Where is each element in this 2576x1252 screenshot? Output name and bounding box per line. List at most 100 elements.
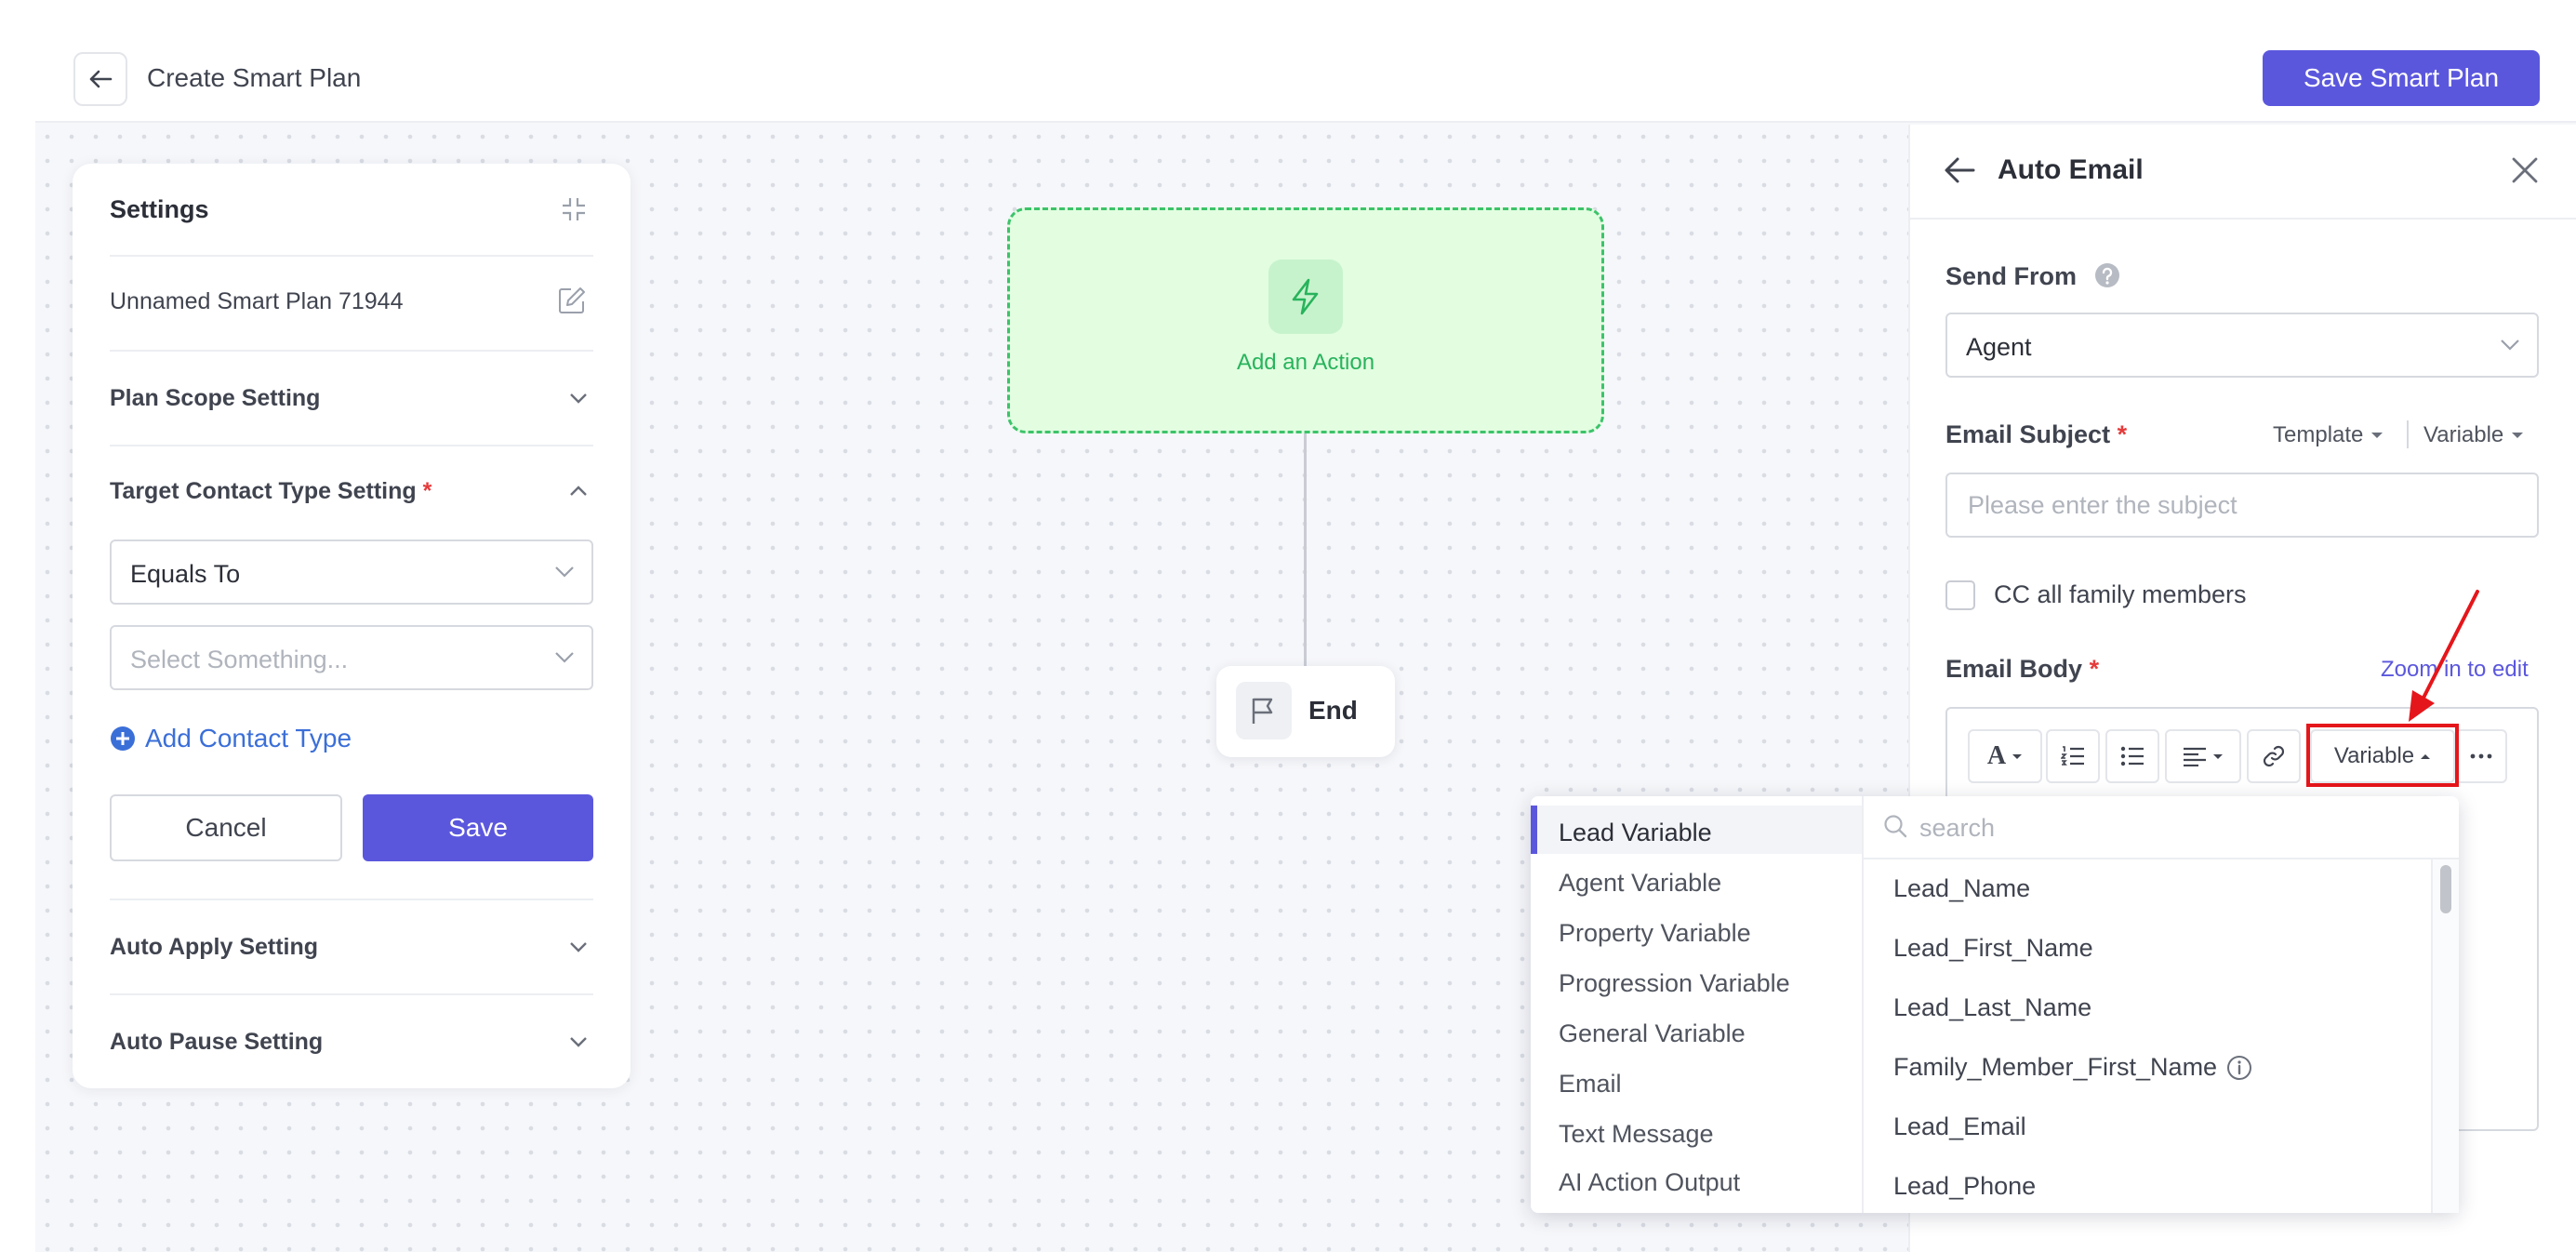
variable-category-list [1531,796,1864,1213]
divider [110,445,593,446]
font-icon: A [1986,741,2007,770]
font-size-button[interactable]: A [1968,729,2042,783]
subject-input[interactable] [1945,473,2539,538]
auto-apply-section[interactable]: Auto Apply Setting [110,932,593,969]
variable-item-label: Family_Member_First_Name [1893,1053,2218,1081]
add-action-label: Add an Action [1236,350,1375,375]
variable-label: Variable [2423,422,2504,447]
top-header [35,30,2576,123]
info-icon[interactable] [2226,1055,2252,1081]
caret-down-icon [2512,433,2524,438]
collapse-icon[interactable] [562,197,586,221]
plan-scope-section[interactable]: Plan Scope Setting [110,383,593,420]
align-button[interactable] [2165,729,2241,783]
category-agent-variable[interactable]: Agent Variable [1559,869,1722,897]
contact-type-placeholder: Select Something... [130,646,349,673]
save-smart-plan-button[interactable]: Save Smart Plan [2263,50,2540,106]
page-title: Create Smart Plan [147,63,362,92]
variable-item[interactable]: Lead_Last_Name [1893,993,2092,1021]
variable-item[interactable]: Lead_Phone [1893,1172,2037,1200]
chevron-down-icon [555,652,574,663]
category-lead-variable[interactable]: Lead Variable [1559,819,1712,846]
variable-dropdown [1531,796,2459,1213]
chevron-down-icon [570,1037,587,1047]
auto-pause-label: Auto Pause Setting [110,1029,324,1055]
divider [1864,858,2459,859]
category-ai-action-output[interactable]: AI Action Output [1559,1168,1741,1196]
cc-label: CC all family members [1994,580,2247,608]
plan-name: Unnamed Smart Plan 71944 [110,288,404,314]
send-from-select[interactable]: Agent [1945,313,2539,378]
caret-down-icon [2371,433,2383,438]
variable-item[interactable]: Lead_Name [1893,874,2031,902]
help-icon[interactable] [2094,262,2120,288]
send-from-value: Agent [1966,333,2032,361]
toolbar-variable-label: Variable [2333,743,2415,768]
chevron-down-icon [570,393,587,404]
operator-select[interactable]: Equals To [110,539,593,605]
caret-down-icon [2012,753,2023,759]
arrow-left-icon[interactable] [1944,156,1975,184]
cancel-button[interactable]: Cancel [110,794,342,861]
category-text-message[interactable]: Text Message [1559,1120,1714,1148]
target-contact-section[interactable]: Target Contact Type Setting * [110,476,593,513]
contact-type-select[interactable]: Select Something... [110,625,593,690]
save-button[interactable]: Save [363,794,593,861]
operator-value: Equals To [130,560,241,588]
plan-scope-label: Plan Scope Setting [110,385,321,411]
bullet-list-icon[interactable] [2105,729,2159,783]
highlight-box [2306,724,2459,787]
annotation-arrow-icon [2409,590,2479,722]
target-contact-label: Target Contact Type Setting * [110,478,432,504]
caret-up-icon [2421,753,2431,759]
ordered-list-icon[interactable] [2046,729,2100,783]
variable-item[interactable]: Lead_Email [1893,1112,2026,1140]
category-property-variable[interactable]: Property Variable [1559,919,1751,947]
caret-down-icon [2213,753,2223,759]
link-icon[interactable] [2247,729,2301,783]
body-label: Email Body * [1945,655,2100,683]
lightning-icon [1268,260,1343,334]
selected-category-highlight [1531,806,1862,854]
category-progression-variable[interactable]: Progression Variable [1559,969,1790,997]
selected-category-indicator [1531,806,1537,854]
scrollbar-track[interactable] [2431,859,2459,1213]
divider [110,350,593,352]
add-contact-type-link[interactable]: Add Contact Type [110,724,352,753]
end-label: End [1308,696,1358,725]
toolbar-variable-button[interactable]: Variable [2310,729,2455,783]
divider [110,899,593,900]
template-dropdown[interactable]: Template [2273,422,2383,448]
panel-title: Auto Email [1998,154,2144,185]
send-from-label: Send From [1945,262,2078,290]
settings-title: Settings [110,195,209,223]
more-options-button[interactable] [2455,729,2507,783]
flag-icon [1236,682,1292,739]
divider [110,993,593,995]
plus-circle-icon [111,726,135,751]
arrow-left-icon [89,70,113,88]
flow-connector [1304,433,1307,666]
auto-pause-section[interactable]: Auto Pause Setting [110,1027,593,1064]
cc-checkbox[interactable] [1945,580,1975,610]
category-general-variable[interactable]: General Variable [1559,1019,1746,1047]
category-email[interactable]: Email [1559,1070,1622,1098]
auto-apply-label: Auto Apply Setting [110,934,319,960]
template-label: Template [2273,422,2364,447]
edit-icon[interactable] [558,286,586,314]
search-icon [1884,815,1907,838]
subject-label: Email Subject * [1945,420,2128,448]
variable-search-input[interactable] [1919,807,2384,848]
subject-variable-dropdown[interactable]: Variable [2423,422,2524,448]
chevron-down-icon [570,942,587,952]
chevron-down-icon [555,566,574,578]
back-button[interactable] [73,52,127,106]
align-left-icon [2184,747,2206,766]
settings-panel: Settings Unnamed Smart Plan 71944 Plan S… [73,164,631,1088]
variable-item[interactable]: Lead_First_Name [1893,934,2093,962]
variable-item[interactable]: Family_Member_First_Name [1893,1053,2252,1082]
scrollbar-thumb[interactable] [2440,865,2451,913]
panel-header [1908,125,2576,220]
close-icon[interactable] [2511,156,2539,184]
zoom-in-link[interactable]: Zoom in to edit [2381,657,2529,682]
